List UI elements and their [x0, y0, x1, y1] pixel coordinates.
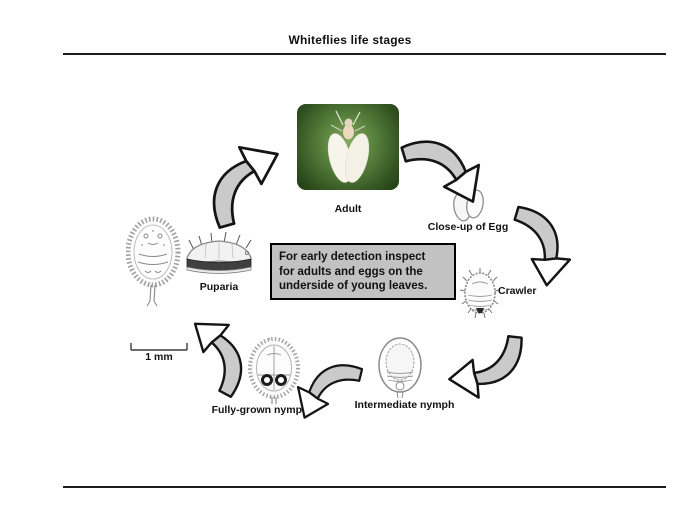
- bottom-divider: [63, 486, 666, 488]
- fully-grown-nymph-label: Fully-grown nymph: [211, 404, 309, 416]
- puparia-label: Puparia: [199, 281, 239, 293]
- scale-bar-label: 1 mm: [145, 351, 173, 363]
- intermediate-nymph-illustration: [378, 337, 422, 398]
- puparia-side-illustration: [186, 231, 252, 274]
- intermediate-nymph-label: Intermediate nymph: [354, 399, 455, 411]
- adult-photo: [297, 104, 399, 190]
- arrow-intermediate-to-fully-grown-icon: [296, 364, 364, 419]
- note-box: For early detection inspect for adults a…: [270, 243, 456, 300]
- adult-label: Adult: [334, 203, 362, 215]
- note-line-2: for adults and eggs on the: [279, 265, 423, 278]
- crawler-illustration: [459, 268, 501, 319]
- arrow-puparia-to-adult-icon: [212, 145, 279, 229]
- arrow-crawler-to-intermediate-icon: [448, 335, 523, 399]
- puparia-top-illustration: [126, 216, 181, 307]
- crawler-label: Crawler: [498, 285, 537, 297]
- egg-label: Close-up of Egg: [427, 221, 509, 233]
- arrow-adult-to-egg-icon: [400, 140, 481, 203]
- whitefly-icon: [327, 110, 370, 183]
- note-line-3: underside of young leaves.: [279, 280, 428, 293]
- arrow-fully-grown-to-puparia-icon: [193, 322, 243, 398]
- scale-bar: [130, 343, 188, 351]
- top-divider: [63, 53, 666, 55]
- page-title: Whiteflies life stages: [288, 33, 412, 47]
- fully-grown-nymph-illustration: [248, 337, 300, 404]
- arrow-egg-to-crawler-icon: [513, 205, 572, 287]
- note-line-1: For early detection inspect: [279, 251, 426, 263]
